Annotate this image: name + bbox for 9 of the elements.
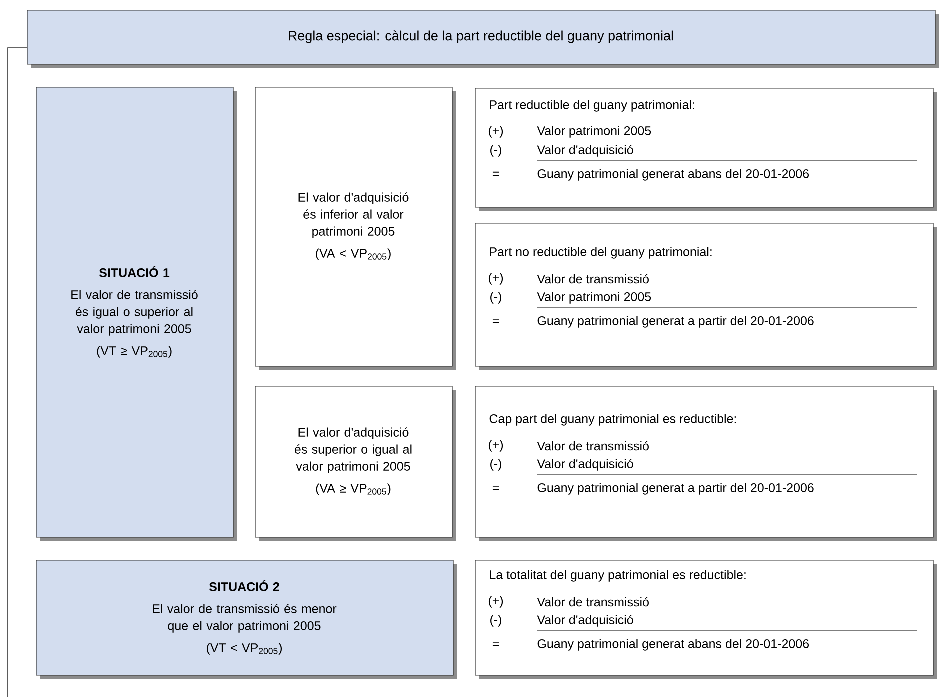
condition-box: El valor d'adquisició és inferior al valor patrimoni 2005 (VA < VP$_{2005}$) — [255, 87, 456, 370]
title-band: Regla especial: càlcul de la part reductible del guany patrimonial — [27, 10, 939, 68]
condition-box: El valor d'adquisició és superior o igual al valor patrimoni 2005 (VA ≥ VP$_{2005}$) — [255, 386, 456, 541]
calculation-box: La totalitat del guany patrimonial es reductible: (+) Valor de transmissió (-) Valor d'adquisició = Guany patrimonial generat abans del 20-01-2006 — [475, 560, 937, 679]
calculation-box: Cap part del guany patrimonial es reductible: (+) Valor de transmissió (-) Valor d'adquisició = Guany patrimonial generat a partir del 20-01-2006 — [475, 386, 937, 541]
calculation-box: Part no reductible del guany patrimonial: (+) Valor de transmissió (-) Valor patrimoni 2005 = Guany patrimonial generat a partir del 20-01-2006 — [475, 223, 937, 370]
situation-box: SITUACIÓ 1 El valor de transmissió és igual o superior al valor patrimoni 2005 (VT ≥ VP$_{2005}$) — [36, 87, 237, 541]
calculation-box: Part reductible del guany patrimonial: (+) Valor patrimoni 2005 (-) Valor d'adquisició = Guany patrimonial generat abans del 20-01-2006 — [475, 88, 937, 211]
situation-box: SITUACIÓ 2 El valor de transmissió és menor que el valor patrimoni 2005 (VT < VP$_{2005}$) — [36, 560, 457, 679]
